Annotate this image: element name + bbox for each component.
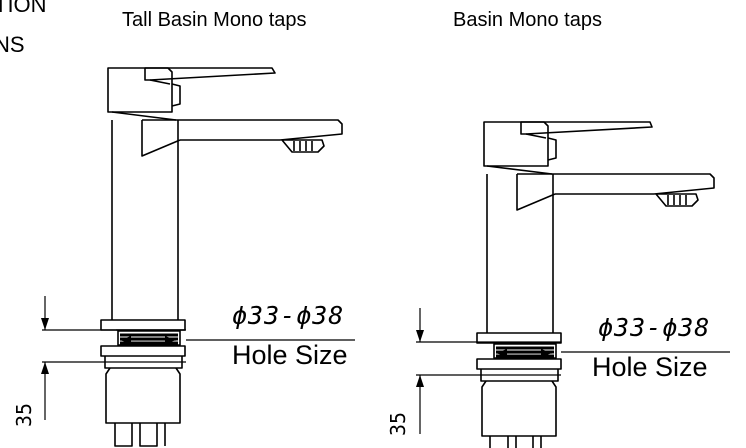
cropped-heading-line-2: NS [0,32,25,57]
basin-tap-title: Basin Mono taps [453,9,602,31]
tall-tap-hole-size-label: Hole Size [232,340,348,370]
basin-tap-diameter-label: ϕ33-ϕ38 [598,313,711,342]
tall-tap-diameter-label: ϕ33-ϕ38 [232,301,345,330]
tall-tap-arrows [41,318,176,374]
tall-tap-height-dimension: 35 [12,402,36,427]
basin-tap-drawing [476,121,715,448]
basin-tap-height-dimension: 35 [386,411,410,436]
basin-tap-hole-size-label: Hole Size [592,352,708,382]
tall-tap-drawing [100,67,343,447]
basin-tap-arrows [416,330,552,387]
tall-basin-tap-title: Tall Basin Mono taps [122,9,307,31]
cropped-heading-line-1: TION [0,0,47,17]
tall-tap-dimension-lines [42,296,355,420]
